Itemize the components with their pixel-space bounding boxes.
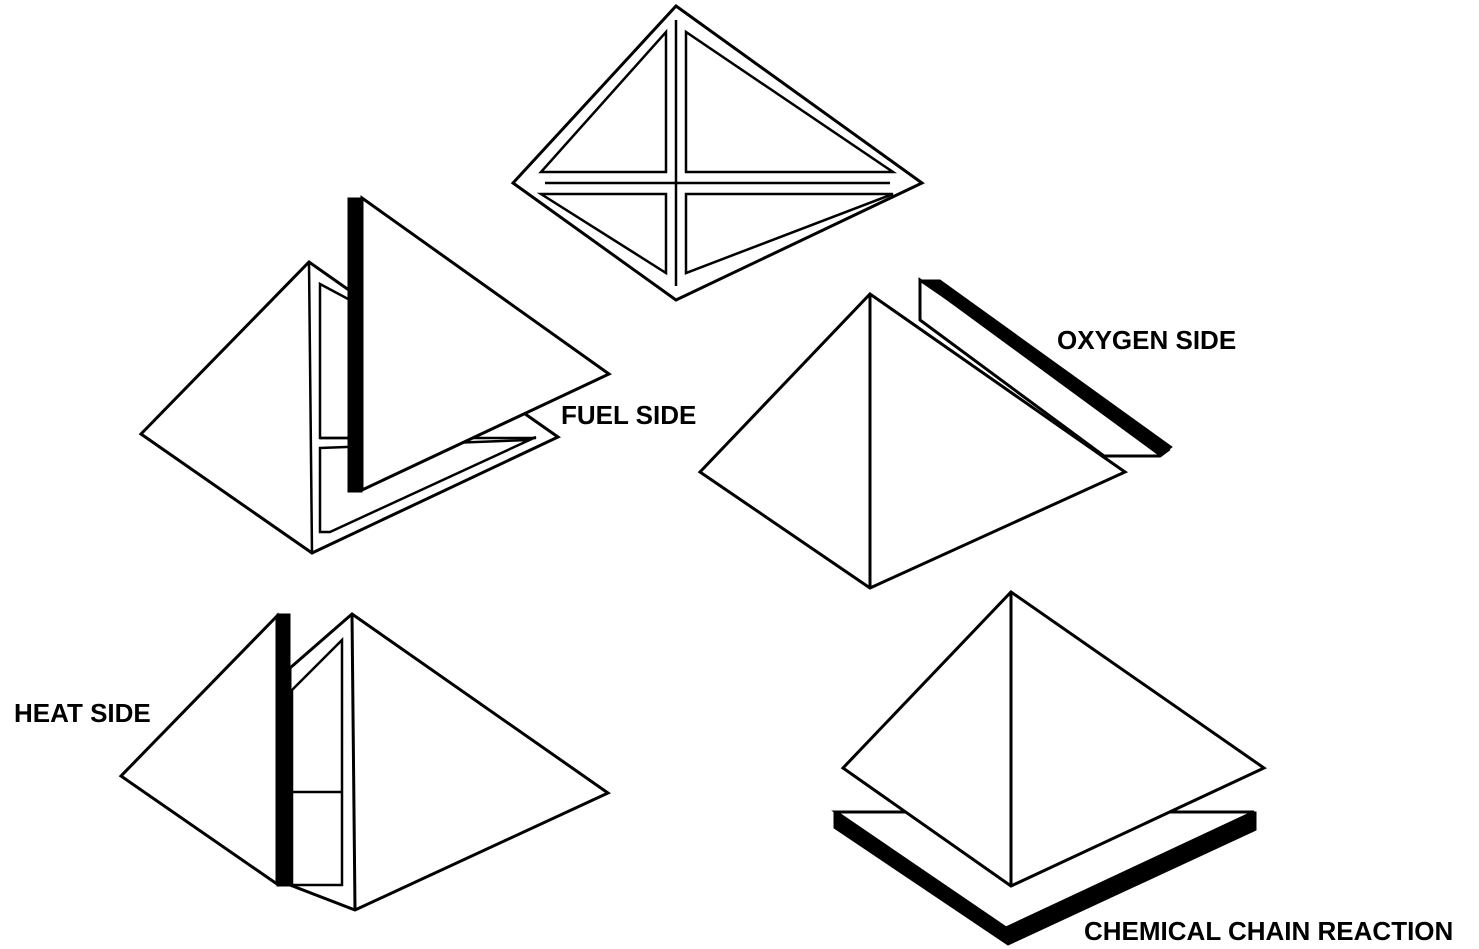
complete-tetrahedron [513,6,922,300]
heat-side-panel [121,616,277,884]
heat-side-panel-edge [277,614,290,886]
heat-side-tetrahedron [121,614,608,910]
fuel-side-tetrahedron [141,198,609,553]
chemical-chain-reaction-label: CHEMICAL CHAIN REACTION [1084,918,1453,944]
chemical-chain-tetrahedron [834,592,1264,945]
fuel-side-panel-edge [348,198,362,492]
heat-side-label: HEAT SIDE [14,700,151,726]
oxygen-side-label: OXYGEN SIDE [1057,327,1236,353]
fuel-side-label: FUEL SIDE [561,402,696,428]
